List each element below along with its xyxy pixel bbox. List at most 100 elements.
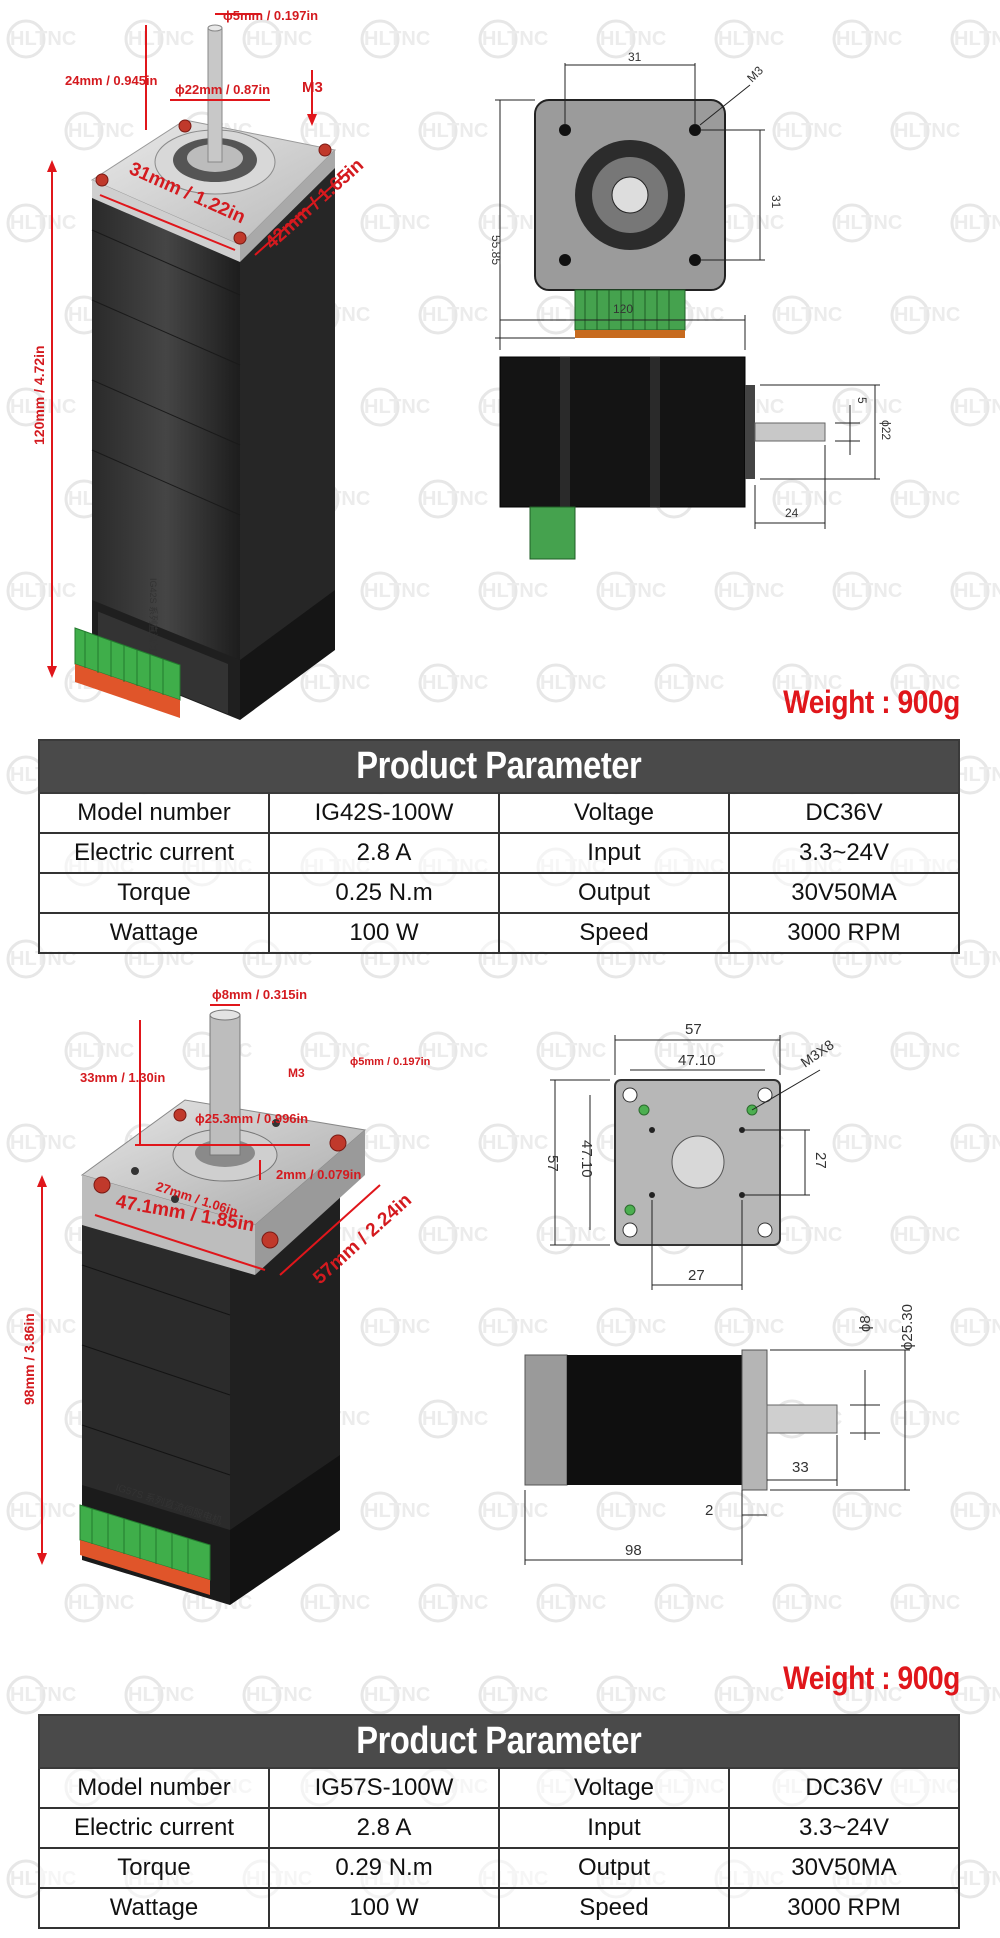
watermark-logo: HLTNC [242, 19, 312, 59]
watermark-logo: HLTNC [654, 1031, 724, 1071]
motor1-body-len-label: 120mm / 4.72in [31, 345, 47, 445]
watermark-logo: HLTNC [536, 1031, 606, 1071]
motor2-top-view: 57 47.10 M3X8 57 47.10 27 27 [544, 1021, 837, 1290]
table-cell: Output [498, 872, 730, 914]
motor2-top-right: 27 [812, 1152, 829, 1169]
svg-text:HLTNC: HLTNC [836, 1500, 902, 1522]
svg-text:HLTNC: HLTNC [718, 1684, 784, 1706]
watermark-logo: HLTNC [890, 1399, 960, 1439]
table-cell: Speed [498, 1887, 730, 1929]
svg-text:HLTNC: HLTNC [422, 1224, 488, 1246]
watermark-logo: HLTNC [536, 663, 606, 703]
svg-text:HLTNC: HLTNC [482, 212, 548, 234]
watermark-logo: HLTNC [124, 19, 194, 59]
svg-text:HLTNC: HLTNC [482, 28, 548, 50]
svg-text:HLTNC: HLTNC [128, 948, 194, 970]
table-cell: 3000 RPM [728, 1887, 960, 1929]
watermark-logo: HLTNC [772, 1583, 842, 1623]
table-cell: Torque [38, 872, 270, 914]
motor2-screw-label: M3 [288, 1066, 305, 1080]
watermark-logo: HLTNC [772, 111, 842, 151]
watermark-logo: HLTNC [714, 571, 784, 611]
motor1-side-view: 120 5 ϕ22 24 [499, 302, 893, 560]
svg-text:HLTNC: HLTNC [954, 580, 1000, 602]
watermark-logo: HLTNC [950, 1307, 1000, 1347]
watermark-logo: HLTNC [890, 1031, 960, 1071]
watermark-logo: HLTNC [64, 1583, 134, 1623]
watermark-logo: HLTNC [418, 1399, 488, 1439]
motor2-side-len: 98 [625, 1542, 642, 1559]
motor1-top-height: 55.85 [489, 235, 503, 265]
svg-text:HLTNC: HLTNC [600, 28, 666, 50]
motor1-photo: IG42S 系列直流伺服电机 ϕ5mm / 0.197in 24mm / 0.9… [31, 8, 368, 720]
svg-text:HLTNC: HLTNC [894, 1592, 960, 1614]
svg-text:HLTNC: HLTNC [894, 1408, 960, 1430]
svg-text:HLTNC: HLTNC [422, 120, 488, 142]
watermark-logo: HLTNC [360, 203, 430, 243]
motor2-side-boss: ϕ25.30 [899, 1304, 916, 1350]
watermark-logo: HLTNC [418, 479, 488, 519]
svg-text:HLTNC: HLTNC [954, 1316, 1000, 1338]
svg-text:HLTNC: HLTNC [658, 672, 724, 694]
watermark-logo: HLTNC [950, 571, 1000, 611]
table-cell: Electric current [38, 1807, 270, 1849]
svg-text:HLTNC: HLTNC [954, 1132, 1000, 1154]
watermark-logo: HLTNC [832, 387, 902, 427]
watermark-logo: HLTNC [654, 1583, 724, 1623]
motor1-side-shaft-len: 24 [785, 506, 799, 520]
svg-text:HLTNC: HLTNC [304, 672, 370, 694]
motor2-top-left-inner: 47.10 [578, 1140, 595, 1178]
motor2-body-len-label: 98mm / 3.86in [21, 1313, 37, 1405]
watermark-logo: HLTNC [596, 1307, 666, 1347]
motor1-top-width: 31 [628, 50, 642, 64]
svg-text:HLTNC: HLTNC [600, 1500, 666, 1522]
svg-text:HLTNC: HLTNC [600, 1316, 666, 1338]
watermark-logo: HLTNC [890, 479, 960, 519]
svg-text:HLTNC: HLTNC [894, 1040, 960, 1062]
svg-text:HLTNC: HLTNC [364, 396, 430, 418]
motor2-hole-dia-label: ϕ5mm / 0.197in [350, 1056, 431, 1068]
motor2-shaft-dia-label: ϕ8mm / 0.315in [212, 987, 307, 1002]
watermark-logo: HLTNC [64, 111, 134, 151]
table-cell: DC36V [728, 1767, 960, 1809]
svg-text:HLTNC: HLTNC [482, 580, 548, 602]
watermark-logo: HLTNC [478, 1307, 548, 1347]
watermark-logo: HLTNC [300, 1583, 370, 1623]
motor2-top-width: 57 [685, 1021, 702, 1038]
watermark-logo: HLTNC [6, 1123, 76, 1163]
watermark-logo: HLTNC [596, 1491, 666, 1531]
motor1-side-label: IG42S 系列直流伺服电机 [148, 578, 159, 678]
svg-text:HLTNC: HLTNC [600, 580, 666, 602]
svg-text:HLTNC: HLTNC [10, 1684, 76, 1706]
table-cell: Input [498, 1807, 730, 1849]
table-cell: Voltage [498, 1767, 730, 1809]
table-cell: Torque [38, 1847, 270, 1889]
table-cell: 3.3~24V [728, 1807, 960, 1849]
svg-text:HLTNC: HLTNC [836, 580, 902, 602]
table-cell: 0.29 N.m [268, 1847, 500, 1889]
svg-text:HLTNC: HLTNC [776, 1040, 842, 1062]
svg-text:HLTNC: HLTNC [894, 304, 960, 326]
svg-text:HLTNC: HLTNC [364, 580, 430, 602]
watermark-logo: HLTNC [832, 1491, 902, 1531]
motor1-screw-label: M3 [302, 79, 323, 96]
motor1-top-right: 31 [769, 195, 783, 209]
motor1-side-shaft: 5 [855, 397, 869, 404]
watermark-logo: HLTNC [478, 203, 548, 243]
motor2-top-bottom: 27 [688, 1267, 705, 1284]
svg-text:HLTNC: HLTNC [954, 28, 1000, 50]
watermark-logo: HLTNC [950, 387, 1000, 427]
watermark-logo: HLTNC [6, 571, 76, 611]
svg-text:HLTNC: HLTNC [364, 1132, 430, 1154]
watermark-logo: HLTNC [832, 203, 902, 243]
table-cell: Electric current [38, 832, 270, 874]
svg-text:HLTNC: HLTNC [776, 488, 842, 510]
watermark-logo: HLTNC [950, 203, 1000, 243]
table-cell: IG42S-100W [268, 792, 500, 834]
svg-text:HLTNC: HLTNC [836, 212, 902, 234]
